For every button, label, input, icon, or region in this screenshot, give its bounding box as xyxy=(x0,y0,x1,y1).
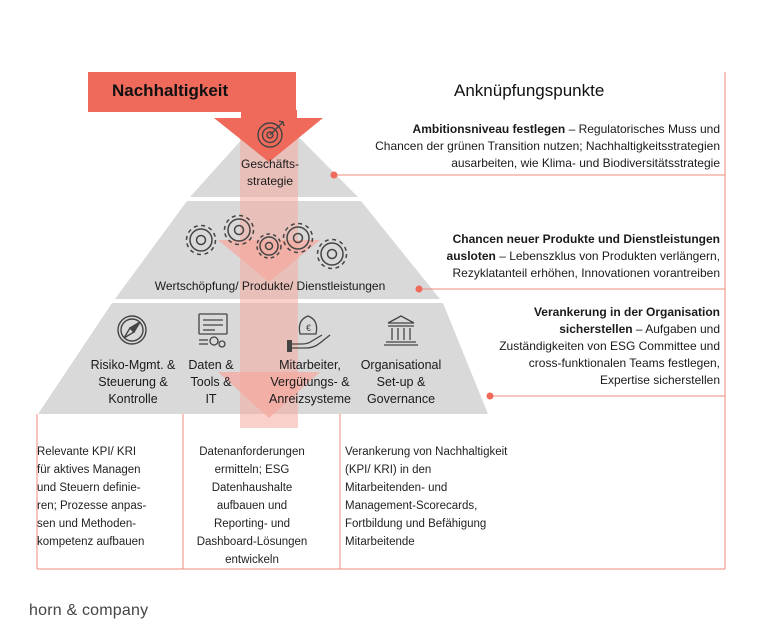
anknuepfung-3-line3: Zuständigkeiten von ESG Committee und xyxy=(499,339,720,353)
note-2-line6: Dashboard-Lösungen xyxy=(196,536,308,548)
anknuepfung-1-line2: Chancen der grünen Transition nutzen; Na… xyxy=(375,139,720,153)
target-icon xyxy=(257,120,285,148)
pyramid-top-label: Geschäfts- strategie xyxy=(214,156,326,190)
title-anknuepfungspunkte: Anknüpfungspunkte xyxy=(454,81,605,100)
pyramid-bottom-label-2: Daten & Tools & IT xyxy=(178,357,244,408)
note-1-line2: für aktives Managen xyxy=(37,464,141,476)
pyramid-middle-label: Wertschöpfung/ Produkte/ Dienstleistunge… xyxy=(154,279,386,293)
anknuepfung-3-bold1: Verankerung in der Organisation xyxy=(533,305,720,319)
bottom-2-line3: IT xyxy=(205,392,217,406)
bottom-2-line1: Daten & xyxy=(188,358,234,372)
pyramid-bottom-label-1: Risiko-Mgmt. & Steuerung & Kontrolle xyxy=(74,357,192,408)
note-2-line7: entwickeln xyxy=(225,554,279,566)
pyramid-bottom-label-4: Organisational Set-up & Governance xyxy=(348,357,454,408)
note-3-line3: Mitarbeitenden- und xyxy=(345,482,448,494)
anknuepfung-2: Chancen neuer Produkte und Dienstleistun… xyxy=(320,231,720,282)
note-3-line1: Verankerung von Nachhaltigkeit xyxy=(345,446,508,458)
anknuepfung-1-dash: – Regulatorisches Muss und xyxy=(565,122,720,136)
connector-dot-1 xyxy=(330,171,338,179)
logo-horn-company: horn & company xyxy=(29,602,149,619)
bottom-4-line2: Set-up & xyxy=(376,375,426,389)
note-2-line5: Reporting- und xyxy=(213,518,291,530)
title-nachhaltigkeit: Nachhaltigkeit xyxy=(112,81,229,100)
anknuepfung-2-bold1: Chancen neuer Produkte und Dienstleistun… xyxy=(452,232,720,246)
bottom-1-line3: Kontrolle xyxy=(108,392,158,406)
note-3-line4: Management-Scorecards, xyxy=(345,500,478,512)
arrow-head-light-mid xyxy=(218,240,320,282)
arrow-head-light-bottom xyxy=(218,372,320,418)
note-3-line6: Mitarbeitende xyxy=(345,536,415,548)
gears-icon xyxy=(185,214,348,270)
pyramid-top-line2: strategie xyxy=(246,174,294,188)
note-2-line1: Datenanforderungen xyxy=(199,446,305,458)
anknuepfung-3-bold2: sicherstellen xyxy=(559,322,633,336)
data-tools-icon xyxy=(198,313,228,348)
bottom-1-line1: Risiko-Mgmt. & xyxy=(90,358,176,372)
bottom-3-line1: Mitarbeiter, xyxy=(279,358,341,372)
note-1-line3: und Steuern definie- xyxy=(37,482,141,494)
anknuepfung-1: Ambitionsniveau festlegen – Regulatorisc… xyxy=(320,121,720,172)
note-3-line5: Fortbildung und Befähigung xyxy=(345,518,487,530)
arrow-banner xyxy=(88,72,296,112)
arrow-head xyxy=(214,118,323,162)
note-1: Relevante KPI/ KRI für aktives Managen u… xyxy=(37,443,183,551)
bottom-1-line2: Steuerung & xyxy=(98,375,168,389)
anknuepfung-1-line3: ausarbeiten, wie Klima- und Biodiversitä… xyxy=(451,156,720,170)
note-3: Verankerung von Nachhaltigkeit (KPI/ KRI… xyxy=(345,443,545,551)
connector-dot-2 xyxy=(415,285,423,293)
connector-dot-3 xyxy=(486,392,494,400)
pyramid-top-line1: Geschäfts- xyxy=(240,157,300,171)
anknuepfung-3-dash: – Aufgaben und xyxy=(632,322,720,336)
note-1-line5: sen und Methoden- xyxy=(37,518,137,530)
anknuepfung-3-line4: cross-funktionalen Teams festlegen, xyxy=(528,356,720,370)
note-2-line3: Datenhaushalte xyxy=(211,482,293,494)
institution-icon xyxy=(384,315,418,346)
anknuepfung-1-bold: Ambitionsniveau festlegen xyxy=(412,122,566,136)
note-2: Datenanforderungen ermitteln; ESG Datenh… xyxy=(184,443,320,569)
bottom-2-line2: Tools & xyxy=(190,375,232,389)
pyramid-bottom-label-3: Mitarbeiter, Vergütungs- & Anreizsysteme xyxy=(258,357,362,408)
anknuepfung-2-line3: Rezyklatanteil erhöhen, Innovationen vor… xyxy=(452,266,720,280)
compass-icon xyxy=(117,315,147,345)
arrow-shaft xyxy=(241,110,297,118)
note-3-line2: (KPI/ KRI) in den xyxy=(345,464,432,476)
anknuepfung-2-bold2: ausloten xyxy=(446,249,496,263)
anknuepfung-3: Verankerung in der Organisation sicherst… xyxy=(420,304,720,389)
bottom-3-line3: Anreizsysteme xyxy=(269,392,351,406)
hand-money-icon: € xyxy=(287,315,331,352)
anknuepfung-2-dash: – Lebenszklus von Produkten verlängern, xyxy=(495,249,720,263)
svg-text:€: € xyxy=(306,323,311,333)
note-2-line2: ermitteln; ESG xyxy=(214,464,290,476)
bottom-4-line3: Governance xyxy=(366,392,436,406)
note-2-line4: aufbauen und xyxy=(216,500,288,512)
note-1-line4: ren; Prozesse anpas- xyxy=(37,500,147,512)
note-1-line6: kompetenz aufbauen xyxy=(37,536,145,548)
bottom-3-line2: Vergütungs- & xyxy=(270,375,350,389)
bottom-4-line1: Organisational xyxy=(360,358,442,372)
note-1-line1: Relevante KPI/ KRI xyxy=(37,446,137,458)
anknuepfung-3-line5: Expertise sicherstellen xyxy=(599,373,720,387)
